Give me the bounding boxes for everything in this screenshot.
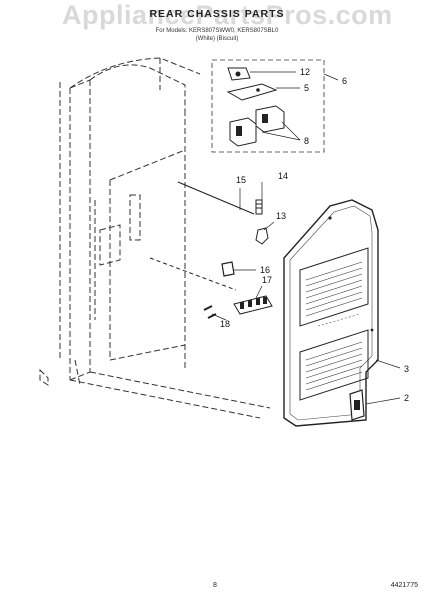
watermark-text: AppliancePartsPros.com <box>62 0 393 30</box>
callout-2: 2 <box>404 393 409 403</box>
callout-6: 6 <box>342 76 347 86</box>
model-line: For Models: KERS807SWW0, KERS807SBL0 <box>155 28 279 34</box>
callout-17: 17 <box>262 275 272 285</box>
callout-13: 13 <box>276 211 286 221</box>
color-line: (White) (Biscuit) <box>195 36 239 42</box>
callout-8: 8 <box>304 136 309 146</box>
diagram-title: REAR CHASSIS PARTS <box>149 8 285 20</box>
callout-12: 12 <box>300 67 310 77</box>
callout-14: 14 <box>278 171 288 181</box>
part-17-terminal-strip <box>233 295 273 315</box>
diagram-code: 4421775 <box>390 582 418 589</box>
callout-15: 15 <box>236 175 246 185</box>
part-13-clip <box>255 227 269 245</box>
callout-16: 16 <box>260 265 270 275</box>
rear-panel <box>283 199 379 427</box>
part-14-connector <box>255 199 263 215</box>
part-2-bracket <box>349 389 365 421</box>
kit-inset-box <box>211 59 325 153</box>
callout-3: 3 <box>404 364 409 374</box>
part-18-screws <box>203 305 217 319</box>
range-body-outline <box>39 57 271 419</box>
part-16-bracket <box>221 261 235 277</box>
wire-harness <box>149 181 255 291</box>
callout-18: 18 <box>220 319 230 329</box>
page-number: 8 <box>213 582 217 589</box>
leader-lines <box>211 71 401 405</box>
callout-5: 5 <box>304 83 309 93</box>
